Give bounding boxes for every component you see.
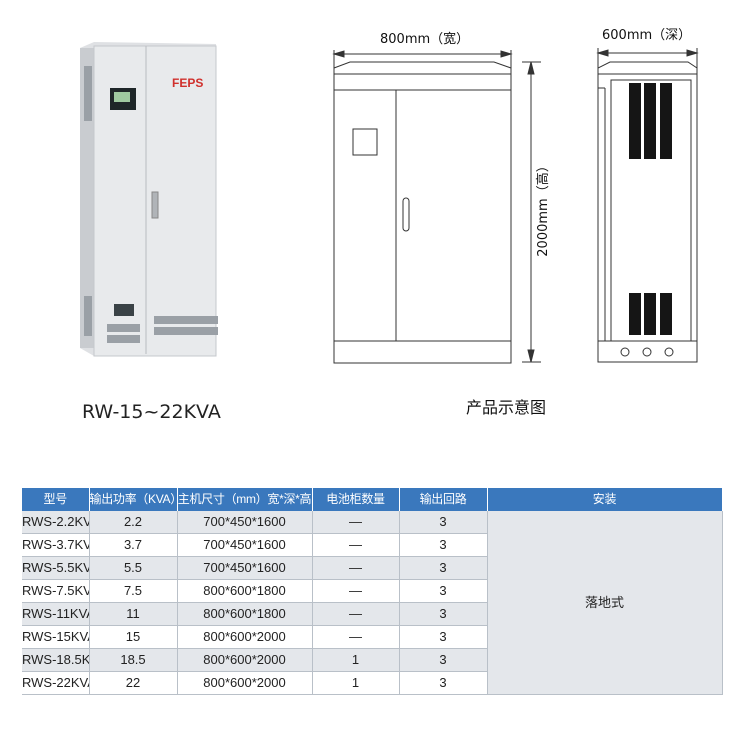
column-header: 电池柜数量 xyxy=(312,488,400,511)
column-header: 主机尺寸（mm）宽*深*高 xyxy=(177,488,313,511)
column-header: 安装 xyxy=(487,488,723,511)
cell-battery-count: — xyxy=(312,533,400,557)
brand-label: FEPS xyxy=(172,76,204,90)
cell-output-power: 22 xyxy=(89,671,178,695)
cell-battery-count: 1 xyxy=(312,648,400,672)
cell-battery-count: — xyxy=(312,579,400,603)
cell-model: RWS-5.5KVA xyxy=(22,556,90,580)
column-header: 型号 xyxy=(22,488,90,511)
depth-label: 600mm（深） xyxy=(602,28,692,43)
cell-host-size: 800*600*2000 xyxy=(177,625,313,649)
cell-model: RWS-22KVA xyxy=(22,671,90,695)
cell-battery-count: — xyxy=(312,556,400,580)
cell-output-power: 11 xyxy=(89,602,178,626)
side-vents xyxy=(629,83,672,335)
cell-battery-count: — xyxy=(312,625,400,649)
cell-model: RWS-7.5KVA xyxy=(22,579,90,603)
cell-battery-count: — xyxy=(312,602,400,626)
column-header: 输出功率（KVA） xyxy=(89,488,178,511)
cell-output-power: 3.7 xyxy=(89,533,178,557)
cell-battery-count: — xyxy=(312,511,400,534)
width-label: 800mm（宽） xyxy=(380,32,470,47)
cell-host-size: 800*600*1800 xyxy=(177,579,313,603)
cell-host-size: 800*600*2000 xyxy=(177,671,313,695)
cell-install: 落地式 xyxy=(487,511,723,695)
height-label: 2000mm（高） xyxy=(536,159,551,257)
cell-output-circuits: 3 xyxy=(399,671,488,695)
vent-grilles xyxy=(84,66,218,343)
cell-output-power: 7.5 xyxy=(89,579,178,603)
table-header-row: 型号输出功率（KVA）主机尺寸（mm）宽*深*高电池柜数量输出回路安装 xyxy=(22,488,723,511)
cell-model: RWS-15KVA xyxy=(22,625,90,649)
cell-output-power: 15 xyxy=(89,625,178,649)
cell-host-size: 700*450*1600 xyxy=(177,533,313,557)
model-caption: RW-15~22KVA xyxy=(82,401,221,423)
spec-table: 型号输出功率（KVA）主机尺寸（mm）宽*深*高电池柜数量输出回路安装 RWS-… xyxy=(22,488,723,695)
cell-host-size: 800*600*2000 xyxy=(177,648,313,672)
cell-battery-count: 1 xyxy=(312,671,400,695)
cell-model: RWS-18.5KVA xyxy=(22,648,90,672)
dimension-drawing xyxy=(332,48,699,364)
column-header: 输出回路 xyxy=(399,488,488,511)
cell-model: RWS-2.2KVA xyxy=(22,511,90,534)
cell-model: RWS-3.7KVA xyxy=(22,533,90,557)
cell-host-size: 700*450*1600 xyxy=(177,511,313,534)
cell-output-circuits: 3 xyxy=(399,511,488,534)
cell-output-power: 5.5 xyxy=(89,556,178,580)
cell-host-size: 800*600*1800 xyxy=(177,602,313,626)
cell-output-circuits: 3 xyxy=(399,556,488,580)
cell-output-circuits: 3 xyxy=(399,648,488,672)
diagram-caption: 产品示意图 xyxy=(466,398,547,417)
cell-output-circuits: 3 xyxy=(399,533,488,557)
cell-output-circuits: 3 xyxy=(399,625,488,649)
cell-output-power: 2.2 xyxy=(89,511,178,534)
door-handle xyxy=(151,191,159,219)
cell-model: RWS-11KVA xyxy=(22,602,90,626)
cell-output-circuits: 3 xyxy=(399,579,488,603)
cabinet-side xyxy=(80,48,94,348)
cell-output-circuits: 3 xyxy=(399,602,488,626)
cabinet-photo xyxy=(80,42,218,357)
cell-host-size: 700*450*1600 xyxy=(177,556,313,580)
cell-output-power: 18.5 xyxy=(89,648,178,672)
